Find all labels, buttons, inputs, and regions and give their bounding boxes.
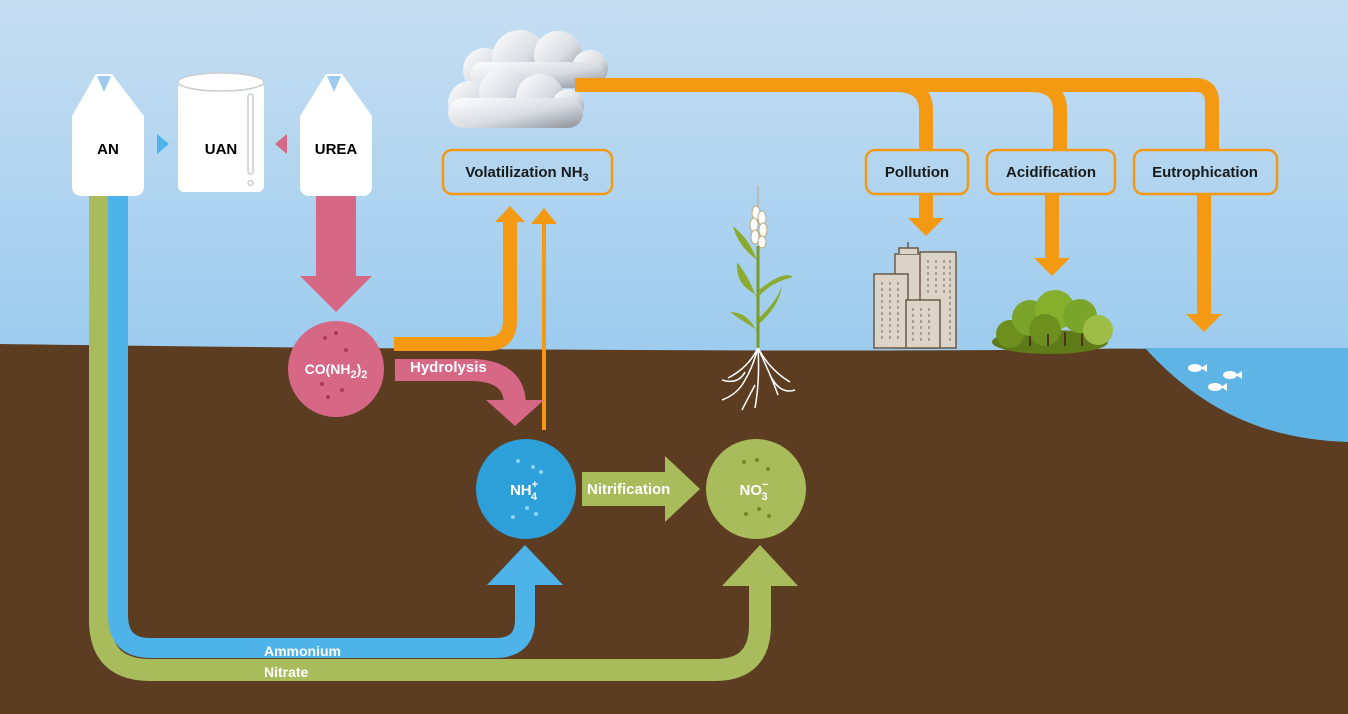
ammonium-flow-label: Ammonium: [264, 643, 341, 659]
pollution-label: Pollution: [885, 164, 949, 181]
nitrification-label: Nitrification: [587, 481, 670, 498]
uan-label: UAN: [205, 141, 238, 158]
urea-bag: [300, 74, 372, 196]
ammonium-arrowhead: [487, 545, 563, 585]
nitrate-flow: [89, 196, 771, 681]
eutrophication-label: Eutrophication: [1152, 164, 1258, 181]
eutrophication-box: [1132, 148, 1279, 196]
nitrification-arrow: [582, 456, 700, 522]
hydrolysis-flow: [395, 359, 526, 406]
urea-compound-label: CO(NH2)2: [305, 361, 368, 381]
urea-label: UREA: [315, 141, 358, 158]
plant-roots: [721, 347, 796, 411]
an-to-uan-arrow: [157, 134, 169, 154]
uan-container: [177, 72, 265, 192]
emission-flow: [394, 78, 1219, 351]
ammonium-label: NH+4: [510, 479, 538, 503]
trees-icon: [992, 290, 1113, 354]
nitrate-arrowhead: [722, 545, 798, 586]
acidification-box: [985, 148, 1117, 196]
an-label: AN: [97, 141, 119, 158]
nitrate-dots: [742, 458, 771, 518]
cloud-icon: [448, 30, 608, 128]
nitrate-label: NO−3: [740, 479, 769, 503]
urea-to-uan-arrow: [275, 134, 287, 154]
an-bag: [72, 74, 144, 196]
volatilization-arrowhead: [531, 208, 557, 224]
urea-compound-circle: [288, 321, 384, 417]
acidification-label: Acidification: [1006, 164, 1096, 181]
ammonium-dots: [511, 459, 543, 519]
ammonium-circle: [476, 439, 576, 539]
ammonium-flow: [108, 196, 535, 658]
urea-dots: [320, 331, 348, 399]
nitrate-flow-label: Nitrate: [264, 664, 309, 680]
hydrolysis-label: Hydrolysis: [410, 359, 487, 376]
emission-arrowheads: [495, 206, 1222, 332]
volatilization-box: [441, 148, 614, 196]
soil: [0, 344, 1348, 714]
fish-icon: [1188, 364, 1242, 391]
volatilization-label: Volatilization NH3: [465, 164, 588, 184]
building-windows: [881, 260, 951, 342]
urea-arrowhead: [300, 276, 372, 312]
nitrate-circle: [706, 439, 806, 539]
hydrolysis-arrowhead: [486, 400, 544, 426]
urea-flow: [316, 196, 356, 278]
pollution-box: [864, 148, 970, 196]
crop-plant-icon: [730, 186, 793, 348]
